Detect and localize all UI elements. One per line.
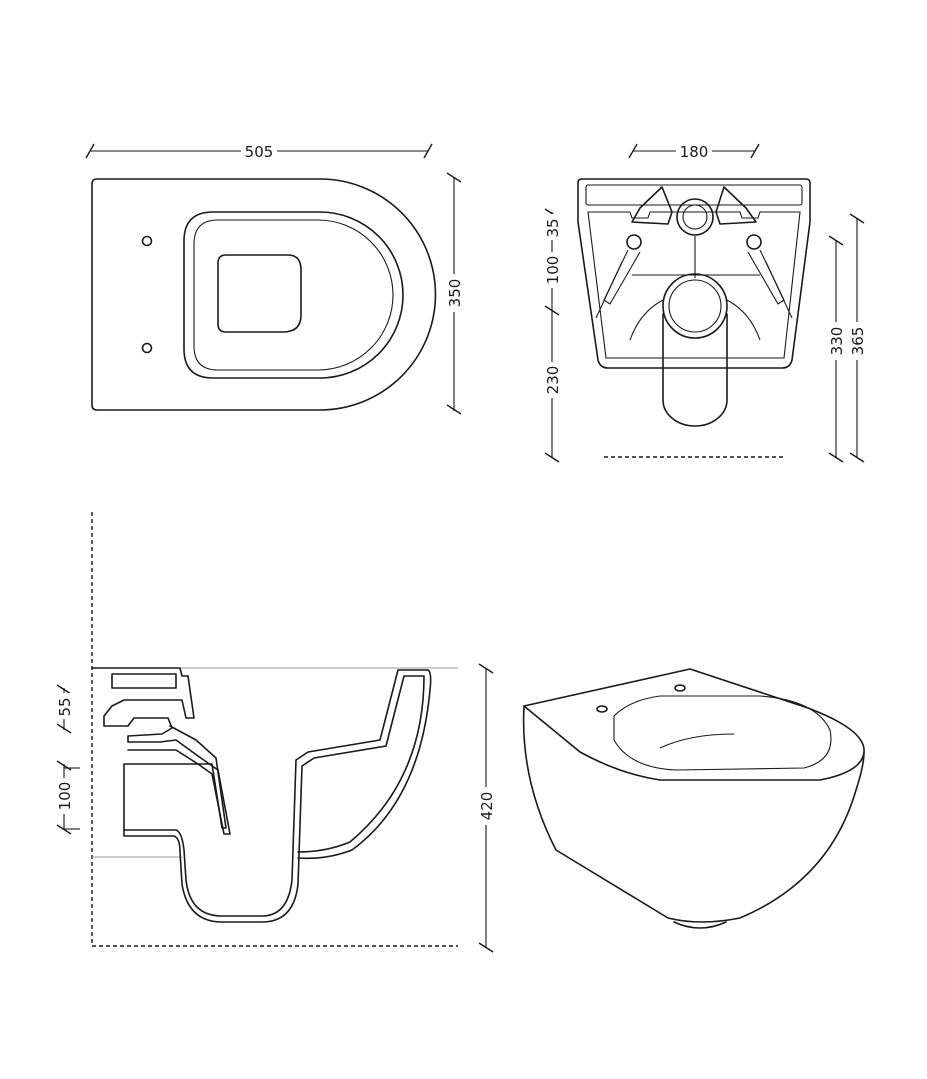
front-inner-cavity <box>587 211 801 359</box>
front-view-outline <box>577 178 811 369</box>
top-view-rim <box>183 211 404 379</box>
side-section-view <box>91 512 458 947</box>
perspective-top <box>523 668 865 781</box>
water-inlet-inner <box>682 204 708 230</box>
dim-350-label: 350 <box>446 279 464 308</box>
dim-side-left: 55 100 <box>54 684 80 835</box>
dim-side-100-label: 100 <box>56 782 74 811</box>
dim-top-width: 505 <box>85 140 433 162</box>
dim-front-right: 330 365 <box>828 213 867 463</box>
perspective-hole-2 <box>674 684 686 692</box>
outlet-outer <box>662 273 728 339</box>
top-view-outline <box>91 178 437 411</box>
top-view-bowl <box>217 254 302 333</box>
dim-100-label: 100 <box>544 256 562 285</box>
front-top-bar <box>585 184 803 206</box>
dim-365-label: 365 <box>849 327 867 356</box>
dim-35-label: 35 <box>544 218 562 237</box>
fixing-eye-right <box>746 234 762 250</box>
dim-330-label: 330 <box>828 327 846 356</box>
water-inlet-outer <box>676 198 714 236</box>
dim-top-depth: 350 <box>444 172 464 415</box>
fixing-eye-left <box>626 234 642 250</box>
top-view <box>91 178 437 411</box>
dim-420-label: 420 <box>478 792 496 821</box>
inlet-slot <box>111 673 177 689</box>
dim-230-label: 230 <box>544 366 562 395</box>
fixing-hole-bottom <box>141 342 153 354</box>
dim-side-55-label: 55 <box>56 697 74 716</box>
perspective-bowl-rim <box>613 695 832 771</box>
perspective-spigot <box>673 921 727 929</box>
front-view <box>577 178 811 458</box>
inlet-channel <box>91 667 231 835</box>
perspective-hole-1 <box>596 705 608 713</box>
perspective-body <box>522 705 865 923</box>
dim-180-label: 180 <box>680 143 709 161</box>
bracket-left <box>631 186 673 225</box>
bracket-right <box>715 186 757 225</box>
side-section-inner <box>123 675 425 923</box>
top-view-rim-inner <box>193 219 394 371</box>
dim-side-height: 420 <box>476 663 496 953</box>
outlet-spigot <box>662 313 728 427</box>
dim-front-width: 180 <box>628 140 760 162</box>
fixing-hole-top <box>141 235 153 247</box>
side-section-body <box>123 669 432 917</box>
perspective-view <box>522 668 865 929</box>
dim-505-label: 505 <box>245 143 274 161</box>
dim-front-left: 35 100 230 <box>543 208 562 463</box>
perspective-bowl-inner <box>659 733 735 749</box>
outlet-inner <box>668 279 722 333</box>
